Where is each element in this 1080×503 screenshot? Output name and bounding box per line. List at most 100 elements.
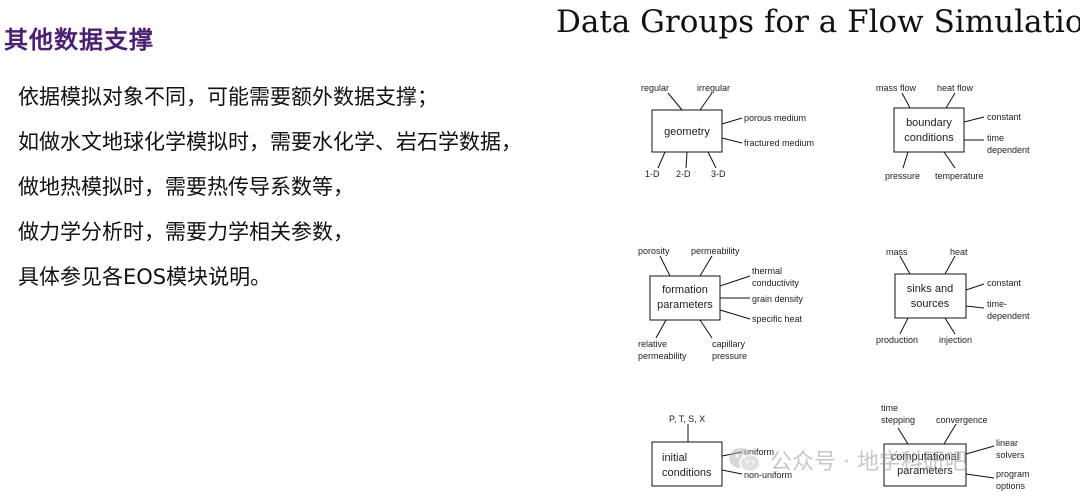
box-label: boundary: [906, 117, 952, 129]
watermark: 公众号 · 地学科研吧: [728, 444, 967, 476]
param-label: time-: [987, 299, 1007, 309]
param-label: irregular: [697, 83, 730, 93]
connector-line: [707, 151, 717, 169]
param-label: pressure: [885, 171, 920, 181]
param-label: heat: [950, 247, 968, 257]
param-label: specific heat: [752, 314, 803, 324]
param-label: dependent: [987, 145, 1030, 155]
group-computational-parameters: computational parameters time stepping c…: [881, 403, 1030, 491]
connector-line: [965, 445, 995, 455]
param-label: uniform: [744, 447, 774, 457]
box-label: parameters: [657, 299, 713, 311]
param-label: pressure: [712, 351, 747, 361]
group-formation-parameters: formation parameters porosity permeabili…: [638, 246, 804, 361]
box-label: sinks and: [907, 283, 953, 295]
box-label: sources: [911, 298, 950, 310]
param-label: 3-D: [711, 169, 726, 179]
param-label: porous medium: [744, 113, 806, 123]
connector-line: [943, 423, 957, 445]
box-boundary-conditions: [893, 107, 965, 153]
param-label: relative: [638, 339, 667, 349]
box-computational-parameters: [883, 443, 967, 487]
diagram-title: Data Groups for a Flow Simulation: [556, 4, 1080, 40]
box-label: formation: [662, 284, 708, 296]
param-label: P, T, S, X: [669, 414, 705, 424]
box-label: parameters: [897, 465, 953, 477]
param-label: permeability: [691, 246, 740, 256]
param-label: fractured medium: [744, 138, 814, 148]
connector-line: [699, 255, 713, 277]
connector-line: [657, 151, 666, 169]
param-label: program: [996, 469, 1030, 479]
param-label: linear: [996, 438, 1018, 448]
group-sinks-and-sources: sinks and sources mass heat constant tim…: [876, 247, 1030, 345]
param-label: capillary: [712, 339, 746, 349]
connector-line: [655, 319, 667, 339]
param-label: dependent: [987, 311, 1030, 321]
param-label: injection: [939, 335, 972, 345]
section-heading: 其他数据支撑: [4, 26, 154, 54]
connector-line: [721, 469, 743, 475]
connector-line: [945, 92, 956, 109]
connector-line: [944, 317, 956, 335]
param-label: thermal: [752, 266, 782, 276]
group-initial-conditions: initial conditions P, T, S, X uniform no…: [651, 414, 792, 487]
param-label: heat flow: [937, 83, 974, 93]
param-label: non-uniform: [744, 470, 792, 480]
connector-line: [899, 317, 909, 335]
box-sinks-and-sources: [894, 273, 967, 319]
bullet-item: 具体参见各EOS模块说明。: [18, 265, 272, 289]
box-label: geometry: [664, 126, 710, 138]
connector-line: [901, 92, 911, 109]
connector-line: [965, 283, 985, 291]
bullet-list: 依据模拟对象不同，可能需要额外数据支撑； 如做水文地球化学模拟时，需要水化学、岩…: [18, 80, 522, 305]
param-label: temperature: [935, 171, 984, 181]
bullet-item: 依据模拟对象不同，可能需要额外数据支撑；: [18, 85, 438, 109]
connector-line: [699, 319, 713, 339]
param-label: stepping: [881, 415, 915, 425]
param-label: time: [881, 403, 898, 413]
connector-line: [659, 255, 671, 277]
param-label: 2-D: [676, 169, 691, 179]
connector-line: [897, 427, 909, 445]
param-label: constant: [987, 112, 1022, 122]
watermark-text: 公众号 · 地学科研吧: [770, 450, 967, 475]
param-label: convergence: [936, 415, 988, 425]
box-label: conditions: [662, 467, 712, 479]
bullet-item: 如做水文地球化学模拟时，需要水化学、岩石学数据，: [18, 130, 522, 154]
connector-line: [721, 117, 743, 125]
connector-line: [699, 92, 713, 111]
connector-line: [965, 305, 985, 309]
connector-line: [902, 151, 909, 169]
connector-line: [685, 151, 688, 169]
connector-line: [965, 473, 995, 479]
param-label: permeability: [638, 351, 687, 361]
bullet-item: 做力学分析时，需要力学相关参数，: [18, 220, 354, 244]
param-label: 1-D: [645, 169, 660, 179]
connector-line: [944, 255, 956, 275]
param-label: solvers: [996, 450, 1025, 460]
param-label: constant: [987, 278, 1022, 288]
connector-line: [719, 275, 751, 287]
param-label: time: [987, 133, 1004, 143]
param-label: grain density: [752, 294, 804, 304]
connector-line: [667, 92, 683, 111]
box-initial-conditions: [651, 441, 723, 487]
param-label: mass flow: [876, 83, 917, 93]
box-label: conditions: [904, 132, 954, 144]
param-label: production: [876, 335, 918, 345]
box-label: initial: [662, 452, 687, 464]
connector-line: [899, 255, 911, 275]
bullet-item: 做地热模拟时，需要热传导系数等，: [18, 175, 354, 199]
param-label: mass: [886, 247, 908, 257]
param-label: conductivity: [752, 278, 800, 288]
box-geometry: [651, 109, 723, 153]
param-label: porosity: [638, 246, 670, 256]
box-formation-parameters: [649, 275, 721, 321]
connector-line: [943, 151, 956, 169]
param-label: options: [996, 481, 1026, 491]
group-geometry: geometry regular irregular porous medium…: [641, 83, 814, 179]
connector-line: [963, 116, 985, 123]
